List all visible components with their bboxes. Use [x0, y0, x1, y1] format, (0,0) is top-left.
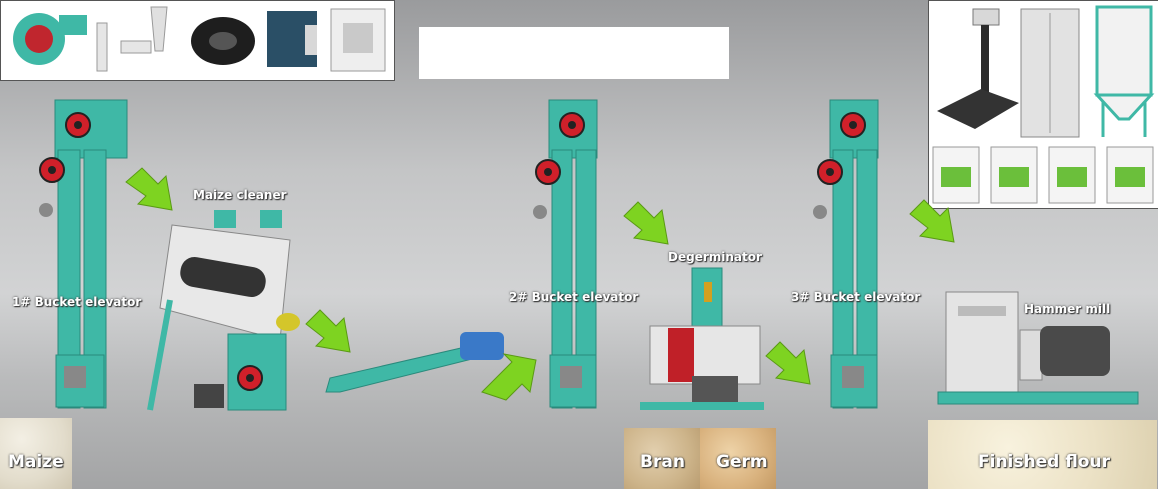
- hammer-mill-machine: [937, 291, 1139, 405]
- cyclone-icon: [150, 6, 168, 52]
- pipe-elbow-icon: [120, 40, 152, 54]
- label-bucket-elevator-2: 2# Bucket elevator: [509, 290, 639, 304]
- belt-guard-icon: [668, 328, 694, 382]
- flow-arrow-icon: [765, 341, 811, 385]
- label-maize-cleaner: Maize cleaner: [193, 188, 287, 202]
- scale-pole-icon: [981, 25, 989, 95]
- maize-sample: Maize: [0, 418, 72, 489]
- pulley-icon: [237, 365, 263, 391]
- accessories-illustration: [13, 6, 386, 72]
- label-degerminator: Degerminator: [668, 250, 762, 264]
- pulley-icon: [559, 112, 585, 138]
- fan-outlet-icon: [59, 15, 87, 35]
- label-bran: Bran: [640, 452, 685, 472]
- motor-icon: [692, 376, 738, 406]
- motor-icon: [533, 205, 547, 219]
- accessories-strip: [0, 0, 395, 81]
- bucket-elevator-2: [533, 99, 598, 409]
- sight-glass-icon: [704, 282, 712, 302]
- bran-sample: Bran: [624, 428, 700, 489]
- pulley-icon: [840, 112, 866, 138]
- dust-collector-hopper-icon: [1093, 93, 1155, 121]
- pulley-icon: [39, 157, 65, 183]
- flour-bag-print: [1057, 167, 1087, 187]
- motor-icon: [460, 332, 504, 360]
- finished-flour-sample: Finished flour: [928, 420, 1157, 489]
- bucket-elevator-1: [39, 99, 128, 409]
- label-bucket-elevator-1: 1# Bucket elevator: [12, 295, 142, 309]
- flow-arrow-icon: [623, 201, 669, 245]
- pulley-icon: [817, 159, 843, 185]
- germ-sample: Germ: [700, 428, 776, 489]
- equipment-illustration: [932, 5, 1155, 204]
- fan-hub-icon: [25, 25, 53, 53]
- flow-arrow-icon: [305, 309, 351, 353]
- elevator-inlet: [560, 366, 582, 388]
- pulley-icon: [535, 159, 561, 185]
- label-germ: Germ: [716, 452, 768, 472]
- label-hammer-mill: Hammer mill: [1024, 302, 1111, 316]
- bucket-elevator-3: [813, 99, 879, 409]
- motor-icon: [1040, 326, 1110, 376]
- equipment-strip: [928, 0, 1158, 209]
- pipe-icon: [96, 22, 108, 72]
- motor-icon: [39, 203, 53, 217]
- outlet-cap-icon: [276, 313, 300, 331]
- elevator-inlet: [842, 366, 864, 388]
- flow-arrow-icon: [125, 167, 173, 211]
- blank-label-box: [419, 27, 729, 79]
- motor-icon: [813, 205, 827, 219]
- label-finished-flour: Finished flour: [978, 452, 1110, 472]
- cable-coil-core-icon: [209, 32, 237, 50]
- flour-bag-print: [999, 167, 1029, 187]
- degerminator-machine: [640, 267, 764, 410]
- maize-cleaner-machine: [147, 210, 300, 411]
- flour-bag-print: [941, 167, 971, 187]
- flour-bag-icon: [990, 146, 1038, 204]
- flour-bag-print: [1115, 167, 1145, 187]
- motor-icon: [194, 384, 224, 408]
- bag-dust-collector-icon: [1095, 5, 1153, 97]
- pulley-icon: [65, 112, 91, 138]
- elevator-inlet: [64, 366, 86, 388]
- dust-hood-opening-icon: [343, 23, 373, 53]
- flow-arrow-icon: [481, 353, 537, 401]
- platform-scale-icon: [937, 89, 1019, 129]
- sewing-machine-bottle-icon: [305, 25, 317, 55]
- flow-arrow-icon: [909, 199, 955, 243]
- label-bucket-elevator-3: 3# Bucket elevator: [791, 290, 921, 304]
- label-maize: Maize: [8, 452, 64, 472]
- screw-conveyor: [325, 332, 504, 393]
